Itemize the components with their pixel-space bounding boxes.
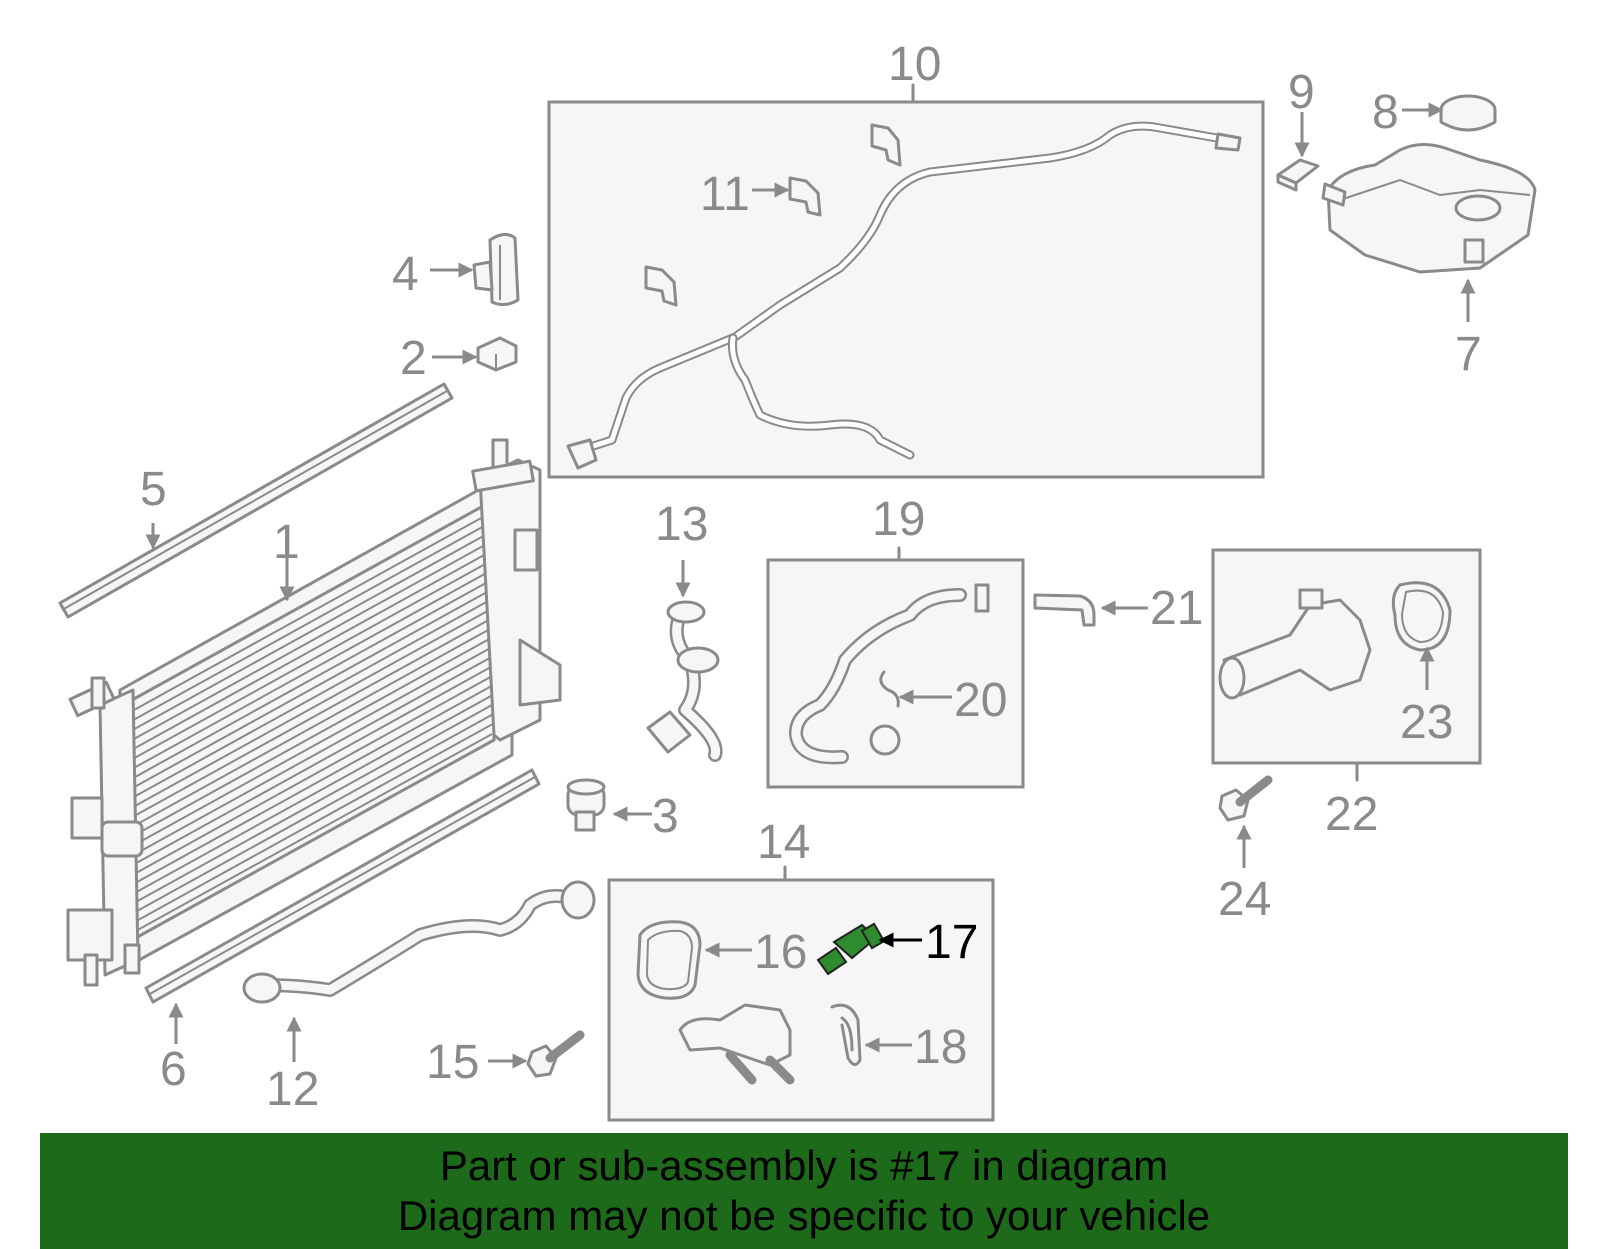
group-box-14 [607, 878, 995, 1122]
callout-7: 7 [1455, 328, 1482, 381]
radiator [66, 438, 562, 987]
banner-line-2: Diagram may not be specific to your vehi… [397, 1192, 1211, 1239]
heater-hose [789, 583, 990, 765]
callout-16: 16 [754, 926, 807, 979]
overflow-tube-assembly [566, 121, 1242, 470]
callout-23: 23 [1400, 696, 1453, 749]
banner-line-1: Part or sub-assembly is #17 in diagram [439, 1142, 1169, 1189]
callout-3: 3 [652, 790, 679, 843]
callout-11: 11 [700, 168, 750, 221]
callout-6: 6 [160, 1043, 187, 1096]
callout-9: 9 [1288, 66, 1315, 119]
callout-1: 1 [273, 516, 300, 569]
thermostat-housing [1218, 588, 1372, 700]
callout-15: 15 [426, 1036, 479, 1089]
callout-4: 4 [392, 248, 419, 301]
callout-10: 10 [888, 38, 941, 91]
bolt-15 [526, 1030, 585, 1078]
hose-clip [644, 123, 902, 307]
callout-13: 13 [655, 498, 708, 551]
retaining-clip-18 [830, 1003, 862, 1066]
hose-connector-21 [1033, 593, 1096, 627]
parts-diagram: 1 2 3 4 5 6 7 8 9 10 11 12 13 14 15 16 1… [58, 38, 1537, 1122]
reservoir-cap [1439, 94, 1497, 132]
bolt-24 [1218, 775, 1273, 822]
callout-2: 2 [400, 332, 427, 385]
callout-5: 5 [140, 463, 167, 516]
info-banner: Part or sub-assembly is #17 in diagram D… [40, 1133, 1568, 1249]
thermostat-seal-23 [1391, 581, 1452, 652]
hose-clamp-20 [869, 670, 901, 756]
upper-seal-strip [58, 382, 454, 619]
bottle-pad [1276, 158, 1320, 192]
clip-nut [476, 336, 518, 372]
callout-20: 20 [954, 674, 1007, 727]
callout-24: 24 [1218, 873, 1271, 926]
callout-14: 14 [757, 816, 810, 869]
turbo-inlet-hose [646, 600, 723, 762]
lower-seal-strip [144, 768, 541, 1004]
drain-plug [566, 778, 606, 832]
coolant-outlet-housing [678, 1003, 795, 1085]
callout-21: 21 [1150, 582, 1203, 635]
callout-22: 22 [1325, 788, 1378, 841]
callout-18: 18 [914, 1021, 967, 1074]
callout-17: 17 [925, 916, 978, 969]
callout-12: 12 [266, 1063, 319, 1116]
coolant-reservoir [1321, 143, 1537, 274]
callout-19: 19 [872, 493, 925, 546]
lower-radiator-hose [242, 880, 596, 1004]
gasket-16 [636, 920, 702, 1000]
upper-bracket [472, 233, 520, 307]
callout-8: 8 [1372, 86, 1399, 139]
